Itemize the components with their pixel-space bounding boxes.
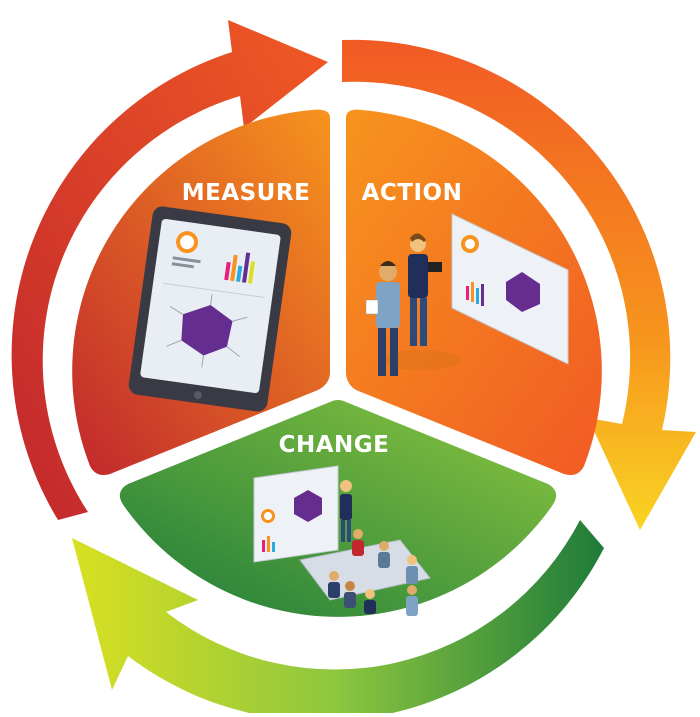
arrow-measure-to-action — [11, 20, 329, 520]
bar-chart-icon — [224, 252, 256, 284]
action-illustration — [365, 213, 569, 376]
tablet-illustration — [128, 206, 292, 412]
radar-shape-icon — [181, 305, 233, 356]
person-standing-woman — [408, 233, 442, 346]
meeting-board-radar-icon — [294, 490, 322, 522]
arrow-action-to-change — [342, 39, 696, 530]
change-label: CHANGE — [279, 432, 390, 458]
board-bar-chart-icon — [466, 282, 484, 306]
change-illustration — [253, 465, 431, 616]
arrow-change-to-measure — [72, 520, 604, 717]
meeting-board-bar-chart-icon — [262, 536, 275, 552]
action-label: ACTION — [362, 180, 463, 206]
presenter-person — [340, 480, 352, 542]
measure-label: MEASURE — [182, 180, 311, 206]
board-radar-icon — [506, 272, 540, 312]
cycle-arrows — [11, 20, 696, 717]
person-standing-man — [365, 261, 400, 376]
meeting-attendees — [328, 529, 418, 616]
